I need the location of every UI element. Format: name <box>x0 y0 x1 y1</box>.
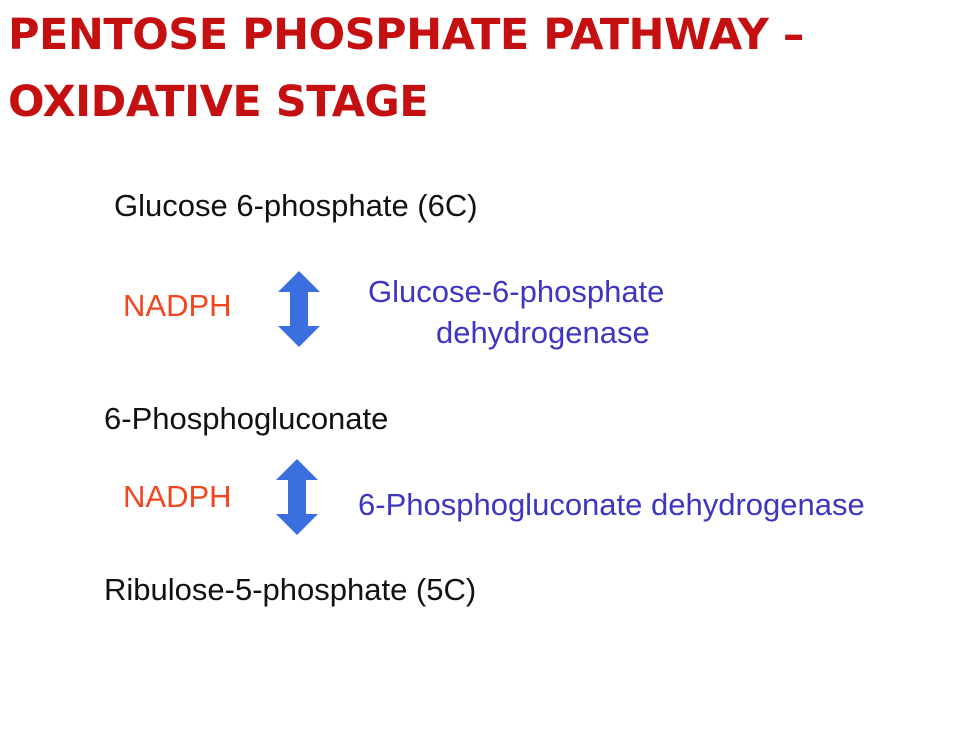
enzyme-line-2: dehydrogenase <box>436 315 650 350</box>
enzyme-line-1: Glucose-6-phosphate <box>368 274 665 309</box>
cofactor-nadph-step-2: NADPH <box>123 479 232 514</box>
enzyme-6-phosphogluconate-dehydrogenase: 6-Phosphogluconate dehydrogenase <box>358 484 865 525</box>
enzyme-glucose-6-phosphate-dehydrogenase: Glucose-6-phosphate dehydrogenase <box>368 271 664 353</box>
slide-title: PENTOSE PHOSPHATE PATHWAY – OXIDATIVE ST… <box>8 2 804 136</box>
cofactor-nadph-step-1: NADPH <box>123 288 232 323</box>
compound-6-phosphogluconate: 6-Phosphogluconate <box>104 401 389 436</box>
title-line-1: PENTOSE PHOSPHATE PATHWAY – <box>8 10 804 60</box>
compound-ribulose-5-phosphate: Ribulose-5-phosphate (5C) <box>104 572 477 607</box>
compound-glucose-6-phosphate: Glucose 6-phosphate (6C) <box>114 188 478 223</box>
double-headed-arrow-icon <box>276 459 318 535</box>
title-line-2: OXIDATIVE STAGE <box>8 77 429 127</box>
double-headed-arrow-icon <box>278 271 320 347</box>
enzyme-line-1: 6-Phosphogluconate dehydrogenase <box>358 487 865 522</box>
